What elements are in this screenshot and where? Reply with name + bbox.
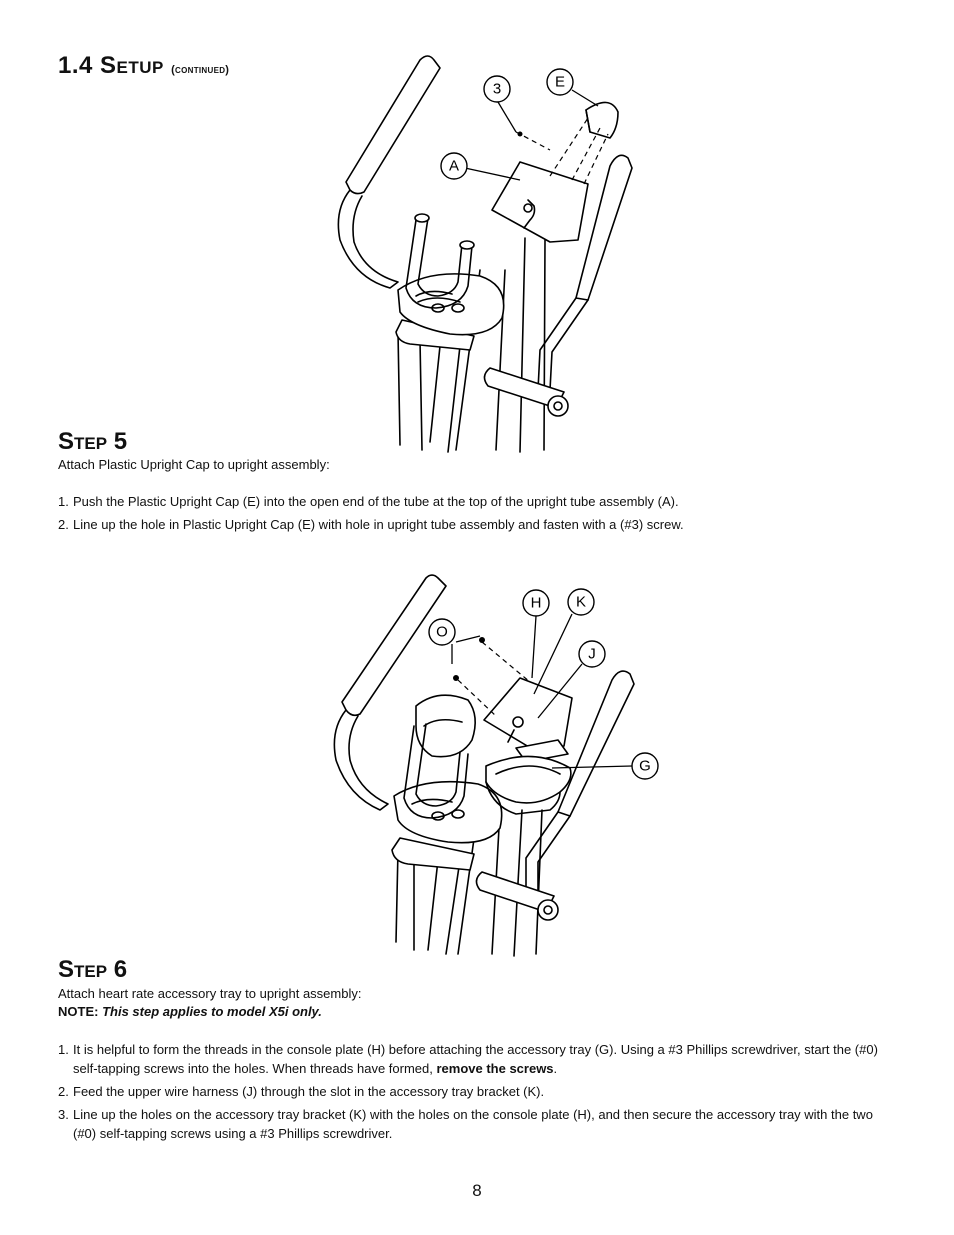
callout-g: G [639, 758, 651, 775]
note-label: NOTE: [58, 1004, 99, 1019]
list-item: 1.It is helpful to form the threads in t… [58, 1042, 878, 1076]
list-item: 2.Feed the upper wire harness (J) throug… [58, 1084, 545, 1099]
callout-3: 3 [493, 81, 501, 98]
step5-list: 1.Push the Plastic Upright Cap (E) into … [58, 492, 888, 538]
callout-e: E [555, 74, 565, 91]
list-item: 3.Line up the holes on the accessory tra… [58, 1107, 873, 1141]
callout-k: K [576, 594, 586, 611]
step5-intro: Attach Plastic Upright Cap to upright as… [58, 457, 330, 472]
step6-note: NOTE: This step applies to model X5i onl… [58, 1002, 888, 1021]
callout-h: H [531, 595, 542, 612]
callout-o: O [436, 624, 448, 641]
list-item: 2.Line up the hole in Plastic Upright Ca… [58, 517, 684, 532]
section-title: Setup [100, 52, 164, 79]
section-number: 1.4 [58, 52, 93, 79]
step5-diagram: 3 E A [337, 55, 633, 453]
step6-title: Step 6 [58, 956, 128, 983]
page-number: 8 [472, 1181, 482, 1200]
step6-list: 1.It is helpful to form the threads in t… [58, 1040, 878, 1147]
emphasis-text: remove the screws [436, 1061, 554, 1076]
callout-j: J [588, 646, 596, 663]
step6-diagram: H K O J G [333, 574, 659, 957]
note-text: This step applies to model X5i only. [102, 1004, 322, 1019]
list-item: 1.Push the Plastic Upright Cap (E) into … [58, 494, 679, 509]
section-suffix: (continued) [171, 64, 230, 76]
step6-intro: Attach heart rate accessory tray to upri… [58, 986, 362, 1001]
callout-a: A [449, 158, 459, 175]
step5-title: Step 5 [58, 428, 128, 455]
section-heading: 1.4 Setup (continued) [58, 52, 229, 80]
